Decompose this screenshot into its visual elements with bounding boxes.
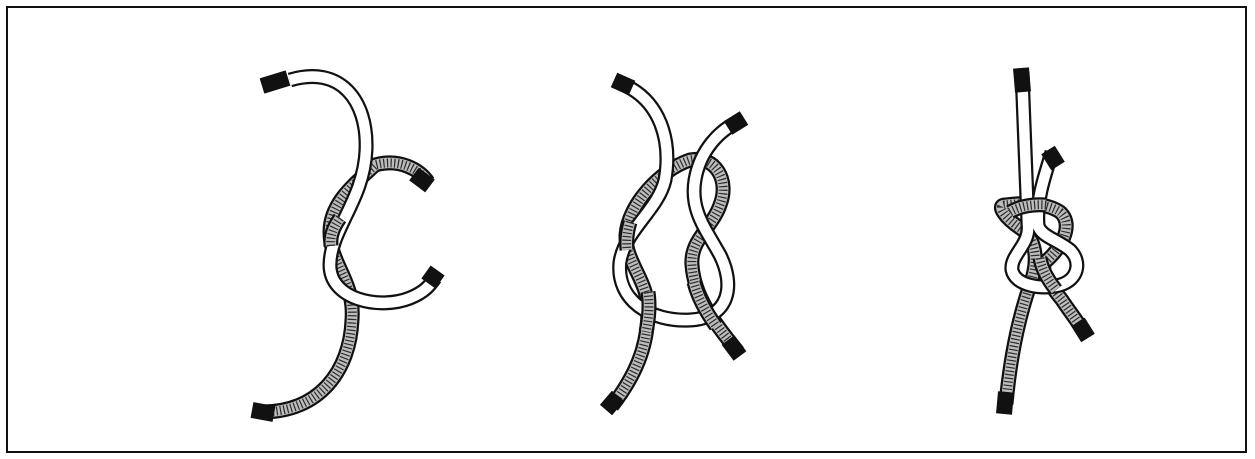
knot-step-3	[1001, 68, 1088, 414]
rope-tip	[414, 174, 430, 186]
rope-tip	[1004, 392, 1006, 414]
white-rope-1	[290, 76, 435, 302]
knot-step-2	[606, 80, 744, 410]
rope-tip	[1021, 68, 1023, 92]
knot-step-1	[252, 76, 440, 414]
rope-tip	[614, 80, 632, 88]
rope-tip	[728, 340, 740, 356]
hatched-rope-2	[612, 159, 738, 406]
rope-tip	[426, 272, 440, 282]
rope-tip	[252, 410, 274, 414]
rope-tip	[606, 396, 618, 410]
rope-tip	[1078, 322, 1088, 338]
rope-tip	[728, 118, 744, 128]
rope-tip	[262, 78, 288, 86]
rope-tip	[1048, 150, 1058, 166]
